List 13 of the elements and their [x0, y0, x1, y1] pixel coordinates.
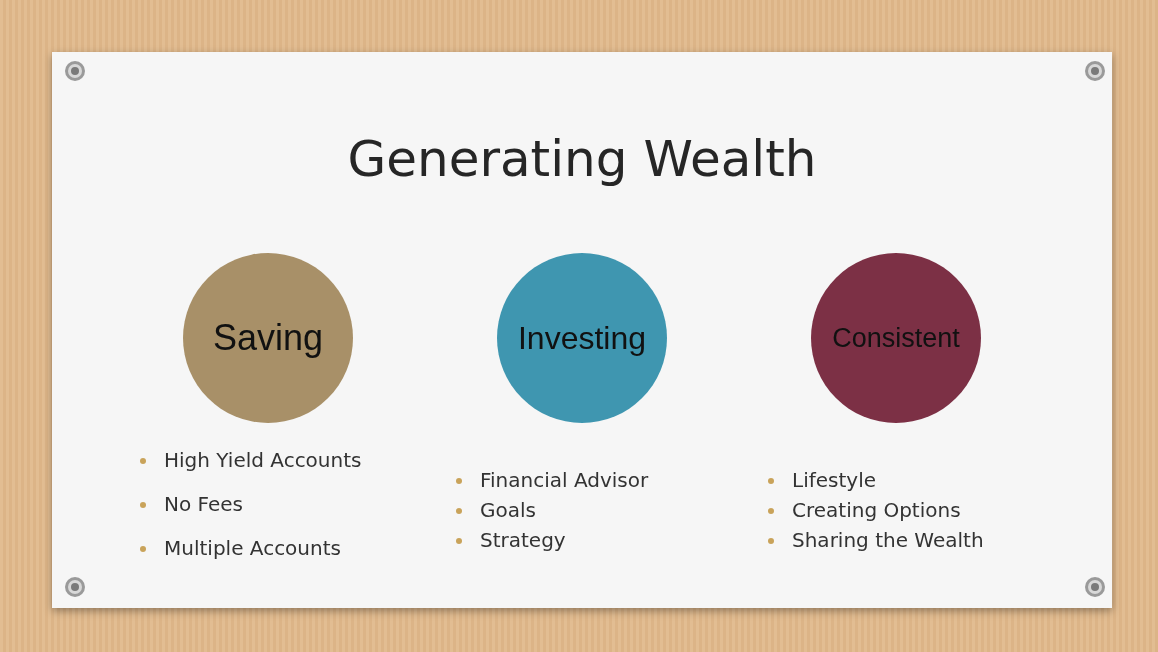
bullet-item: Multiple Accounts [164, 536, 341, 560]
bullet-item: Sharing the Wealth [792, 528, 984, 552]
bullet-item: Financial Advisor [480, 468, 649, 492]
circle-label: Saving [212, 317, 324, 359]
bullet-item: Goals [480, 498, 536, 522]
circle-label: Consistent [832, 322, 960, 354]
bullet-item: Creating Options [792, 498, 961, 522]
bullet-item: No Fees [164, 492, 243, 516]
circle-label: Investing [517, 319, 647, 357]
bullet-item: Lifestyle [792, 468, 876, 492]
bullet-item: High Yield Accounts [164, 448, 362, 472]
slide-title: Generating Wealth [346, 130, 818, 188]
bullet-item: Strategy [480, 528, 566, 552]
